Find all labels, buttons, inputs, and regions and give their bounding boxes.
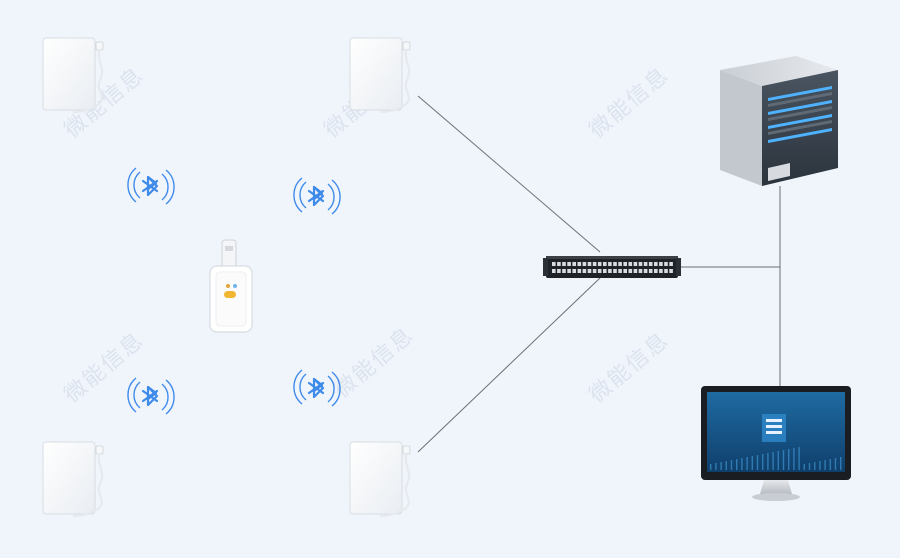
switch-port xyxy=(648,262,653,266)
switch-port xyxy=(669,262,673,266)
link-gateway-bottom-to-switch xyxy=(417,277,601,453)
bluetooth-signal-icon xyxy=(292,368,342,408)
switch-port xyxy=(587,269,592,273)
switch-port xyxy=(572,269,576,273)
screen-pattern-bar xyxy=(788,449,790,470)
wall-gateway-icon xyxy=(348,440,412,518)
connection-lines xyxy=(417,95,781,453)
bluetooth-signal-icon xyxy=(126,166,176,206)
screen-pattern-bar xyxy=(808,463,811,470)
switch-port xyxy=(654,269,658,273)
switch-port xyxy=(643,269,648,273)
switch-port xyxy=(562,262,566,266)
bluetooth-signal-icon xyxy=(292,176,342,216)
link-gateway-top-to-switch xyxy=(417,95,601,253)
screen-pattern-bar xyxy=(762,454,764,470)
screen-pattern-bar xyxy=(730,460,733,470)
switch-port xyxy=(643,262,648,266)
screen-pattern-bar xyxy=(803,464,805,470)
switch-port xyxy=(654,262,658,266)
screen-pattern-bar xyxy=(736,459,738,470)
switch-port xyxy=(572,262,576,266)
switch-port xyxy=(582,262,587,266)
screen-pattern-bar xyxy=(741,458,743,470)
switch-port xyxy=(567,269,571,273)
screen-pattern-bar xyxy=(793,448,795,470)
screen-pattern-bar xyxy=(798,447,800,470)
switch-port xyxy=(628,269,633,273)
switch-port xyxy=(638,262,643,266)
switch-port xyxy=(552,262,556,266)
screen-pattern-bar xyxy=(772,452,774,470)
screen-pattern-bar xyxy=(767,453,769,470)
switch-port xyxy=(618,262,622,266)
screen-pattern-bar xyxy=(756,455,759,470)
screen-pattern-bar xyxy=(746,457,748,470)
switch-port xyxy=(587,262,592,266)
switch-port xyxy=(608,269,612,273)
switch-port xyxy=(592,269,597,273)
switch-port xyxy=(592,262,597,266)
switch-port xyxy=(633,269,638,273)
switch-port xyxy=(567,262,571,266)
switch-port xyxy=(562,269,566,273)
screen-pattern-bar xyxy=(814,462,816,470)
switch-port xyxy=(552,269,556,273)
switch-port xyxy=(603,262,607,266)
screen-pattern-bar xyxy=(777,451,779,470)
switch-port xyxy=(597,262,602,266)
screen-pattern-bar xyxy=(725,461,727,470)
switch-port xyxy=(582,269,587,273)
screen-pattern-bar xyxy=(720,462,722,470)
screen-pattern-bar xyxy=(840,457,842,470)
server-tower-icon xyxy=(720,56,838,186)
switch-port xyxy=(648,269,653,273)
desktop-monitor-icon xyxy=(701,386,851,501)
switch-port xyxy=(577,262,582,266)
screen-pattern-bar xyxy=(819,461,821,470)
switch-port xyxy=(608,262,612,266)
switch-port xyxy=(664,262,668,266)
screen-pattern-bar xyxy=(782,450,785,470)
switch-port xyxy=(603,269,607,273)
screen-pattern-bar xyxy=(710,464,712,470)
screen-pattern-bar xyxy=(715,463,717,470)
screen-pattern-bar xyxy=(834,458,837,470)
wall-gateway-icon xyxy=(41,440,105,518)
switch-port xyxy=(557,262,561,266)
switch-port xyxy=(638,269,643,273)
wall-gateway-icon xyxy=(41,36,105,114)
switch-port xyxy=(623,262,627,266)
switch-port xyxy=(633,262,638,266)
bluetooth-beacon-tag-icon xyxy=(209,239,253,333)
switch-port xyxy=(628,262,633,266)
bluetooth-signal-icon xyxy=(126,376,176,416)
switch-port xyxy=(597,269,602,273)
screen-pattern-bar xyxy=(829,459,831,470)
switch-port xyxy=(577,269,582,273)
switch-port xyxy=(623,269,627,273)
wall-gateway-icon xyxy=(348,36,412,114)
screen-pattern-bar xyxy=(824,460,826,470)
switch-port xyxy=(613,269,617,273)
switch-port xyxy=(613,262,617,266)
screen-pattern-bar xyxy=(751,456,753,470)
switch-port xyxy=(659,269,663,273)
switch-port xyxy=(557,269,561,273)
network-switch-icon xyxy=(543,256,681,278)
switch-port xyxy=(664,269,668,273)
switch-port xyxy=(618,269,622,273)
switch-port xyxy=(659,262,663,266)
switch-port xyxy=(669,269,673,273)
